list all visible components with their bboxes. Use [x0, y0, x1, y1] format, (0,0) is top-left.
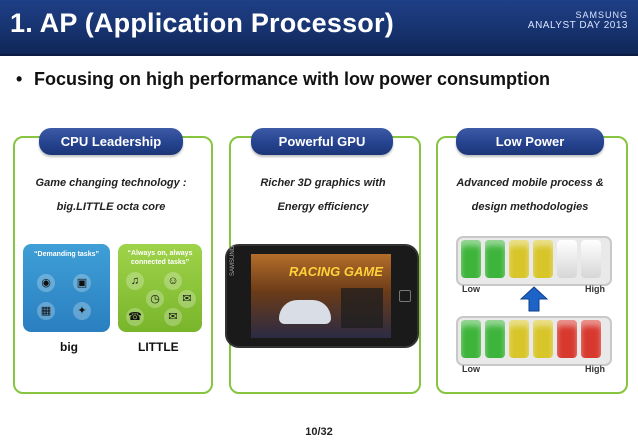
battery-segment-empty — [557, 240, 577, 278]
battery-bottom — [456, 316, 612, 366]
slide-title: 1. AP (Application Processor) — [10, 8, 394, 38]
gpu-desc-line2: Energy efficiency — [277, 201, 369, 213]
up-arrow-icon — [520, 286, 548, 312]
battery-top-high-label: High — [585, 284, 605, 294]
lowpower-desc-line2: design methodologies — [471, 201, 589, 213]
cpu-desc-line1: Game changing technology : — [35, 177, 187, 189]
gpu-description: Richer 3D graphics with Energy efficienc… — [229, 171, 417, 219]
bullet-point: • Focusing on high performance with low p… — [16, 69, 550, 90]
tab-powerful-gpu: Powerful GPU — [251, 128, 393, 155]
logo-line2: ANALYST DAY 2013 — [527, 20, 628, 31]
battery-segment-green — [485, 240, 505, 278]
battery-segment-red — [557, 320, 577, 358]
tab-cpu-leadership: CPU Leadership — [39, 128, 183, 155]
phone-home-button — [399, 290, 411, 302]
bullet-text: Focusing on high performance with low po… — [34, 69, 551, 89]
battery-segment-yellow — [509, 320, 529, 358]
phone-screen: RACING GAME — [251, 254, 391, 338]
alarm-icon: ◷ — [146, 290, 164, 308]
contact-icon: ☺ — [164, 272, 182, 290]
battery-segment-yellow — [509, 240, 529, 278]
big-box-caption: “Demanding tasks” — [34, 251, 99, 258]
little-box-caption: “Always on, always connected tasks” — [127, 250, 193, 266]
battery-segment-empty — [581, 240, 601, 278]
game-menu-panel — [341, 288, 383, 328]
mail-icon: ✉ — [164, 308, 182, 326]
cpu-description: Game changing technology : big.LITTLE oc… — [13, 171, 209, 219]
gamepad-icon: ✦ — [73, 302, 91, 320]
race-car-shape — [279, 300, 331, 324]
tab-low-power: Low Power — [456, 128, 604, 155]
big-label: big — [60, 340, 78, 354]
header-bar: 1. AP (Application Processor) SAMSUNG AN… — [0, 0, 638, 56]
battery-top-low-label: Low — [462, 284, 480, 294]
battery-top — [456, 236, 612, 286]
lowpower-desc-line1: Advanced mobile process & — [456, 177, 604, 189]
phone-image: SAMSUNG RACING GAME — [225, 244, 419, 348]
cpu-desc-line2: big.LITTLE octa core — [56, 201, 166, 213]
little-label: LITTLE — [138, 340, 179, 354]
battery-segment-green — [461, 320, 481, 358]
camera-icon: ◉ — [37, 274, 55, 292]
battery-segment-yellow — [533, 240, 553, 278]
logo-line1: SAMSUNG — [575, 10, 628, 20]
film-icon: ▣ — [73, 274, 91, 292]
phone-icon: ☎ — [126, 308, 144, 326]
little-core-box: “Always on, always connected tasks” ♫ ☺ … — [118, 244, 202, 332]
battery-bottom-low-label: Low — [462, 364, 480, 374]
music-icon: ♫ — [126, 272, 144, 290]
battery-segment-green — [485, 320, 505, 358]
battery-segment-yellow — [533, 320, 553, 358]
page-number: 10/32 — [305, 426, 333, 438]
racing-game-logo: RACING GAME — [289, 264, 383, 279]
bullet-dot-icon: • — [16, 69, 23, 89]
sms-icon: ✉ — [178, 290, 196, 308]
battery-segment-red — [581, 320, 601, 358]
lowpower-description: Advanced mobile process & design methodo… — [436, 171, 624, 219]
grid-icon: ▦ — [37, 302, 55, 320]
big-core-box: “Demanding tasks” ◉ ▣ ▦ ✦ — [23, 244, 110, 332]
battery-bottom-high-label: High — [585, 364, 605, 374]
battery-segment-green — [461, 240, 481, 278]
gpu-desc-line1: Richer 3D graphics with — [260, 177, 386, 189]
phone-brand: SAMSUNG — [230, 245, 236, 276]
samsung-analyst-day-logo: SAMSUNG ANALYST DAY 2013 — [522, 10, 628, 44]
